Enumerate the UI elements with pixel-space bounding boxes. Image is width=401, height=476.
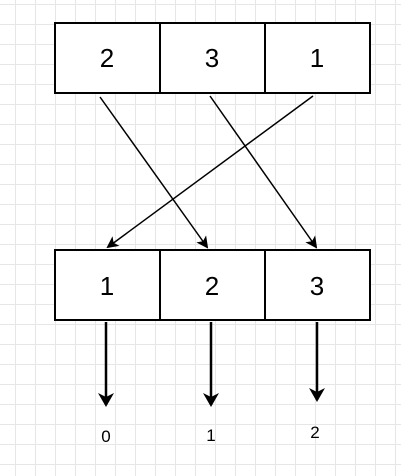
- index-label-1: 1: [206, 426, 215, 445]
- mapping-arrows: [99, 95, 318, 249]
- arrow-1-to-slot-0: [106, 95, 314, 249]
- top-cell-0: [54, 22, 161, 94]
- top-cell-0-value: 2: [100, 43, 114, 73]
- arrow-2-to-slot-1: [99, 96, 209, 249]
- bottom-cell-1-value: 2: [205, 271, 219, 301]
- bottom-cell-1: [159, 249, 266, 321]
- index-arrows: [98, 322, 325, 407]
- top-cell-1: [159, 22, 266, 94]
- top-array: 2 3 1: [54, 22, 371, 94]
- arrow-3-to-slot-2: [209, 95, 318, 249]
- bottom-cell-2-value: 3: [310, 271, 324, 301]
- bottom-array: 1 2 3: [54, 249, 371, 321]
- top-cell-1-value: 3: [205, 43, 219, 73]
- top-cell-2-value: 1: [310, 43, 324, 73]
- top-cell-2: [264, 22, 371, 94]
- index-label-0: 0: [101, 427, 110, 446]
- index-label-2: 2: [310, 423, 319, 442]
- bottom-cell-2: [264, 249, 371, 321]
- bottom-cell-0-value: 1: [100, 271, 114, 301]
- index-labels: 0 1 2: [101, 423, 319, 446]
